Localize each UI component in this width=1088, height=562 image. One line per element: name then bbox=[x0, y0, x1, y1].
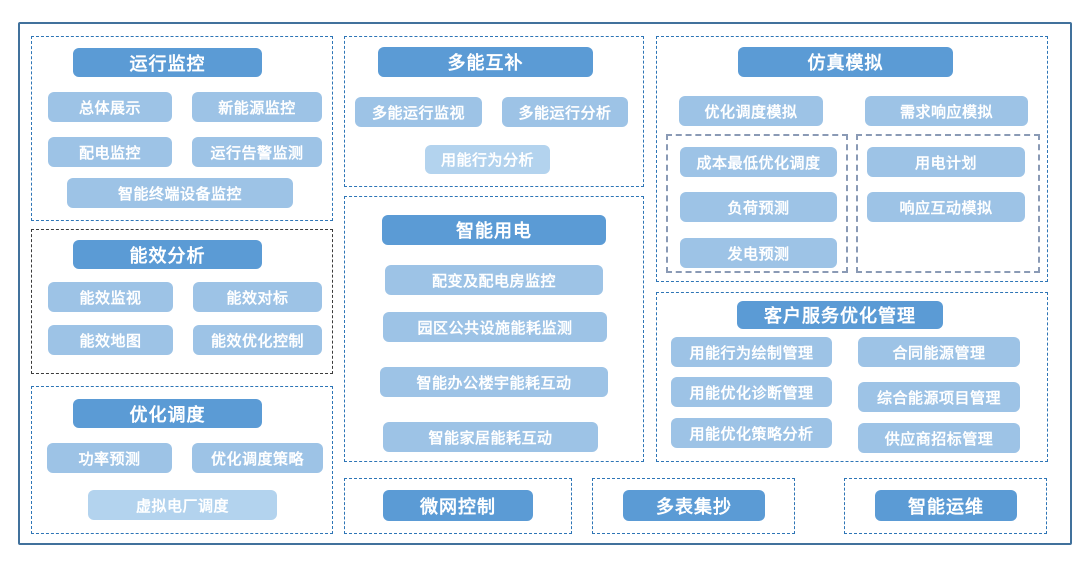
item-park-facilities-energy-monitoring: 园区公共设施能耗监测 bbox=[383, 312, 607, 342]
item-power-forecast: 功率预测 bbox=[47, 443, 172, 473]
item-integrated-energy-project-management: 综合能源项目管理 bbox=[858, 382, 1020, 412]
item-contract-energy-management: 合同能源管理 bbox=[858, 337, 1020, 367]
item-dispatch-simulation: 优化调度模拟 bbox=[679, 96, 823, 126]
item-smart-office-building-energy-interaction: 智能办公楼宇能耗互动 bbox=[380, 367, 608, 397]
section-energy-efficiency-analysis bbox=[31, 229, 333, 374]
section-title-energy-efficiency-analysis: 能效分析 bbox=[73, 240, 262, 269]
section-multi-meter-reading bbox=[592, 478, 795, 534]
item-energy-behavior-profiling-management: 用能行为绘制管理 bbox=[671, 337, 832, 367]
section-multi-energy-complementation bbox=[344, 36, 644, 187]
section-customer-service-optimization bbox=[656, 292, 1048, 462]
section-smart-operation-maintenance bbox=[844, 478, 1047, 534]
item-energy-optimization-strategy-analysis: 用能优化策略分析 bbox=[671, 418, 832, 448]
item-min-cost-dispatch: 成本最低优化调度 bbox=[680, 147, 837, 177]
item-energy-use-behavior-analysis: 用能行为分析 bbox=[425, 145, 550, 174]
section-simulation bbox=[656, 36, 1048, 282]
item-power-distribution-monitoring: 配电监控 bbox=[48, 137, 172, 167]
item-supplier-bidding-management: 供应商招标管理 bbox=[858, 423, 1020, 453]
item-overall-display: 总体展示 bbox=[48, 92, 172, 122]
item-load-forecast: 负荷预测 bbox=[680, 192, 837, 222]
item-new-energy-monitoring: 新能源监控 bbox=[192, 92, 322, 122]
section-title-operation-monitoring: 运行监控 bbox=[73, 48, 262, 77]
item-transformer-room-monitoring: 配变及配电房监控 bbox=[385, 265, 603, 295]
section-title-multi-energy-complementation: 多能互补 bbox=[378, 47, 593, 77]
item-virtual-power-plant-dispatch: 虚拟电厂调度 bbox=[88, 490, 277, 520]
simulation-subgroup-left bbox=[666, 134, 848, 273]
item-multi-energy-operation-analysis: 多能运行分析 bbox=[502, 97, 628, 127]
section-operation-monitoring bbox=[31, 36, 333, 221]
simulation-subgroup-right bbox=[856, 134, 1040, 273]
section-optimal-dispatch bbox=[31, 386, 333, 534]
item-energy-efficiency-optimization-control: 能效优化控制 bbox=[193, 325, 322, 355]
item-generation-forecast: 发电预测 bbox=[680, 238, 837, 268]
item-operation-alarm-monitoring: 运行告警监测 bbox=[192, 137, 322, 167]
item-smart-terminal-device-monitoring: 智能终端设备监控 bbox=[67, 178, 293, 208]
section-smart-power-use bbox=[344, 196, 644, 462]
section-title-smart-operation-maintenance: 智能运维 bbox=[875, 490, 1017, 521]
item-energy-efficiency-monitoring: 能效监视 bbox=[48, 282, 173, 312]
item-power-use-plan: 用电计划 bbox=[867, 147, 1025, 177]
item-dispatch-strategy: 优化调度策略 bbox=[192, 443, 323, 473]
item-multi-energy-operation-monitoring: 多能运行监视 bbox=[355, 97, 482, 127]
section-title-microgrid-control: 微网控制 bbox=[383, 490, 533, 521]
section-title-customer-service-optimization: 客户服务优化管理 bbox=[737, 301, 943, 329]
section-title-optimal-dispatch: 优化调度 bbox=[73, 399, 262, 428]
item-smart-home-energy-interaction: 智能家居能耗互动 bbox=[383, 422, 598, 452]
item-energy-optimization-diagnosis-management: 用能优化诊断管理 bbox=[671, 377, 832, 407]
section-title-multi-meter-reading: 多表集抄 bbox=[623, 490, 765, 521]
item-energy-efficiency-map: 能效地图 bbox=[48, 325, 173, 355]
item-demand-response-simulation: 需求响应模拟 bbox=[865, 96, 1028, 126]
item-response-interaction-simulation: 响应互动模拟 bbox=[867, 192, 1025, 222]
section-title-simulation: 仿真模拟 bbox=[738, 47, 953, 77]
section-title-smart-power-use: 智能用电 bbox=[382, 215, 606, 245]
item-energy-efficiency-benchmarking: 能效对标 bbox=[193, 282, 322, 312]
section-microgrid-control bbox=[344, 478, 572, 534]
